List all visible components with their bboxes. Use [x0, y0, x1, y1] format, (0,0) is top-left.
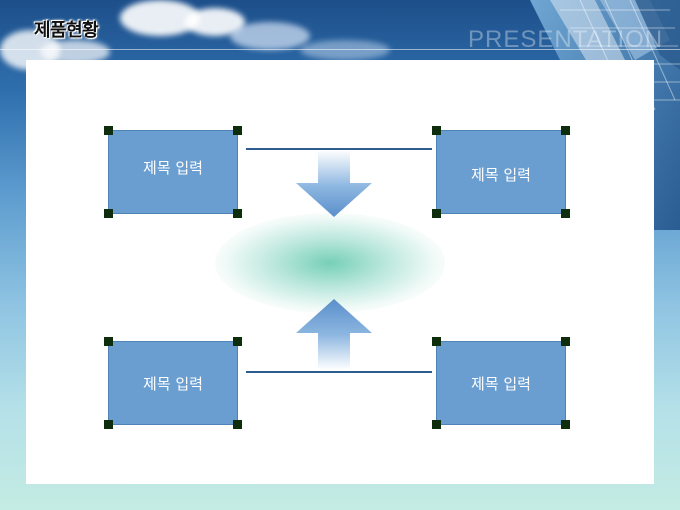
brand-watermark: PRESENTATION — [468, 26, 664, 53]
selection-handle-icon[interactable] — [104, 337, 113, 346]
selection-handle-icon[interactable] — [233, 209, 242, 218]
connector-bottom — [246, 371, 432, 373]
cloud — [230, 22, 310, 50]
title-box-label: 제목 입력 — [471, 374, 531, 393]
selection-handle-icon[interactable] — [233, 126, 242, 135]
center-glow — [215, 213, 445, 313]
title-box-label: 제목 입력 — [143, 374, 203, 393]
title-box-bottom-right[interactable]: 제목 입력 — [432, 337, 570, 429]
selection-handle-icon[interactable] — [233, 337, 242, 346]
title-box-label: 제목 입력 — [143, 158, 203, 177]
arrow-down-icon — [296, 150, 372, 217]
selection-handle-icon[interactable] — [432, 420, 441, 429]
selection-handle-icon[interactable] — [233, 420, 242, 429]
title-box-top-left[interactable]: 제목 입력 — [104, 126, 242, 218]
selection-handle-icon[interactable] — [561, 420, 570, 429]
selection-handle-icon[interactable] — [432, 337, 441, 346]
selection-handle-icon[interactable] — [432, 126, 441, 135]
title-box-bottom-left[interactable]: 제목 입력 — [104, 337, 242, 429]
page-title: 제품현황 — [34, 20, 99, 41]
header-divider — [0, 49, 680, 50]
selection-handle-icon[interactable] — [432, 209, 441, 218]
title-box-top-right[interactable]: 제목 입력 — [432, 126, 570, 218]
selection-handle-icon[interactable] — [561, 126, 570, 135]
cloud — [300, 40, 390, 60]
selection-handle-icon[interactable] — [104, 420, 113, 429]
title-box-label: 제목 입력 — [471, 165, 531, 184]
selection-handle-icon[interactable] — [104, 126, 113, 135]
header-sky — [0, 0, 680, 140]
arrow-up-icon — [296, 299, 372, 370]
connector-top — [246, 148, 432, 150]
selection-handle-icon[interactable] — [561, 209, 570, 218]
selection-handle-icon[interactable] — [561, 337, 570, 346]
selection-handle-icon[interactable] — [104, 209, 113, 218]
